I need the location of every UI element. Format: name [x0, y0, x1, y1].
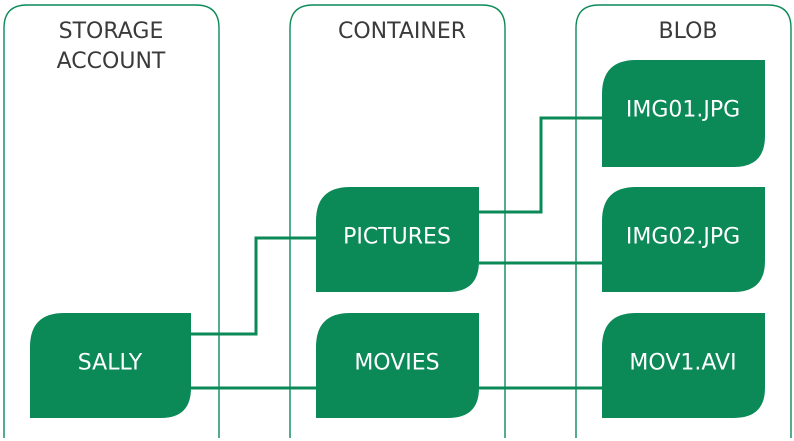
node-movies[interactable]: MOVIES	[316, 313, 479, 418]
node-img02-shape	[602, 187, 765, 292]
node-img02-label: IMG02.JPG	[626, 225, 740, 250]
node-mov1-shape	[602, 313, 765, 418]
node-sally-shape	[30, 313, 191, 418]
container-title: CONTAINER	[338, 19, 466, 44]
node-img01[interactable]: IMG01.JPG	[602, 60, 765, 167]
node-mov1-label: MOV1.AVI	[629, 351, 736, 376]
node-movies-label: MOVIES	[354, 351, 439, 376]
storage-account-title-line1: STORAGE	[59, 19, 164, 44]
node-img02[interactable]: IMG02.JPG	[602, 187, 765, 292]
connector-sally-pictures	[189, 236, 318, 336]
connector-pictures-img01	[479, 116, 604, 214]
storage-account-title-line2: ACCOUNT	[57, 49, 166, 74]
node-pictures-label: PICTURES	[343, 225, 451, 250]
node-pictures[interactable]: PICTURES	[316, 187, 479, 292]
node-img01-shape	[602, 60, 765, 167]
node-img01-label: IMG01.JPG	[626, 98, 740, 123]
connectors	[189, 116, 604, 390]
node-pictures-shape	[316, 187, 479, 292]
blob-title: BLOB	[659, 19, 718, 44]
node-movies-shape	[316, 313, 479, 418]
node-mov1[interactable]: MOV1.AVI	[602, 313, 765, 418]
node-sally[interactable]: SALLY	[30, 313, 191, 418]
node-sally-label: SALLY	[78, 351, 143, 376]
